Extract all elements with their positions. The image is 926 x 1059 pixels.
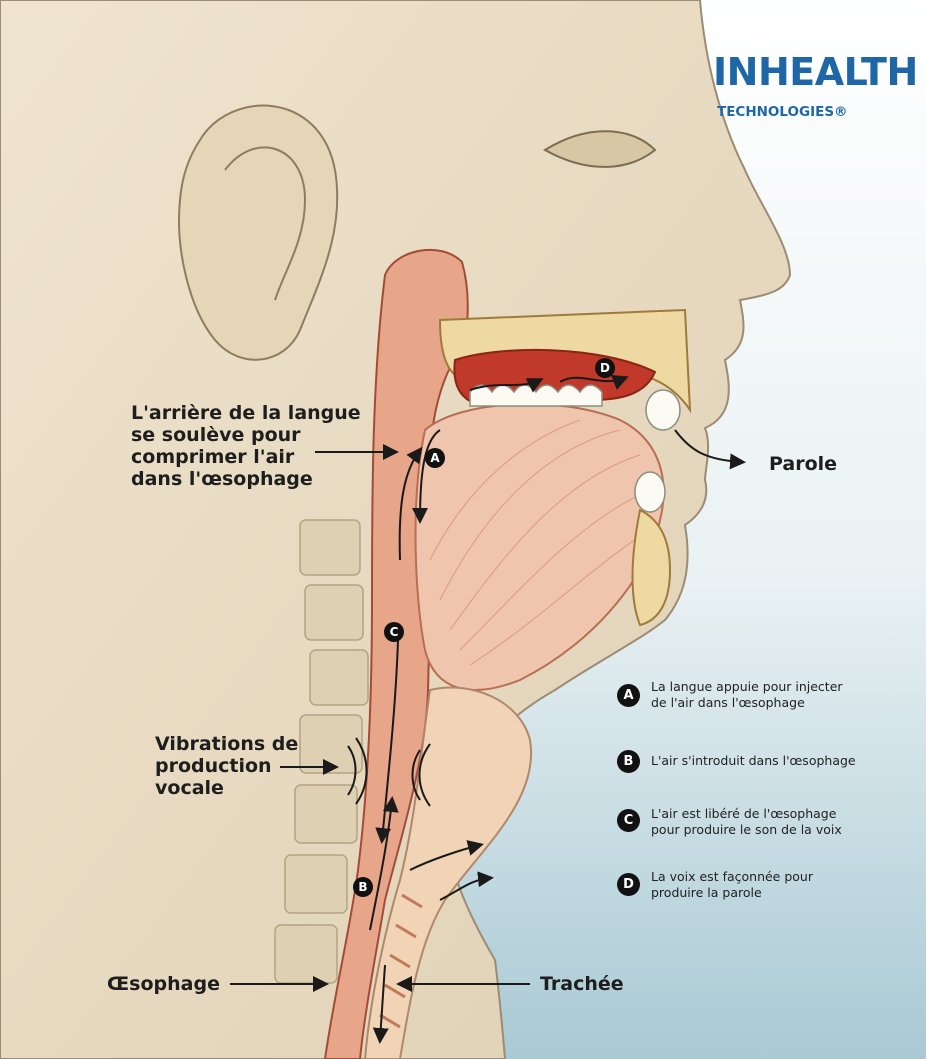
legend-text-a: La langue appuie pour injecter de l'air … [651, 679, 843, 711]
legend-text-b: L'air s'introduit dans l'œsophage [651, 753, 856, 769]
legend-text-c: L'air est libéré de l'œsophage pour prod… [651, 806, 842, 838]
marker-a: A [425, 448, 445, 468]
brand-logo: INHEALTH [713, 52, 918, 92]
trachea-label: Trachée [540, 973, 624, 995]
vibrations-label: Vibrations de production vocale [155, 733, 298, 799]
marker-b: B [353, 877, 373, 897]
marker-d: D [595, 358, 615, 378]
tongue-label: L'arrière de la langue se soulève pour c… [131, 402, 361, 490]
legend-text-d: La voix est façonnée pour produire la pa… [651, 869, 813, 901]
esophagus-label: Œsophage [107, 973, 220, 995]
marker-c: C [384, 622, 404, 642]
speech-label: Parole [769, 453, 837, 475]
brand-logo-subtitle: TECHNOLOGIES® [717, 104, 848, 120]
legend-badge-a: A [617, 684, 640, 707]
legend-badge-c: C [617, 809, 640, 832]
legend-badge-d: D [617, 873, 640, 896]
legend-badge-b: B [617, 750, 640, 773]
